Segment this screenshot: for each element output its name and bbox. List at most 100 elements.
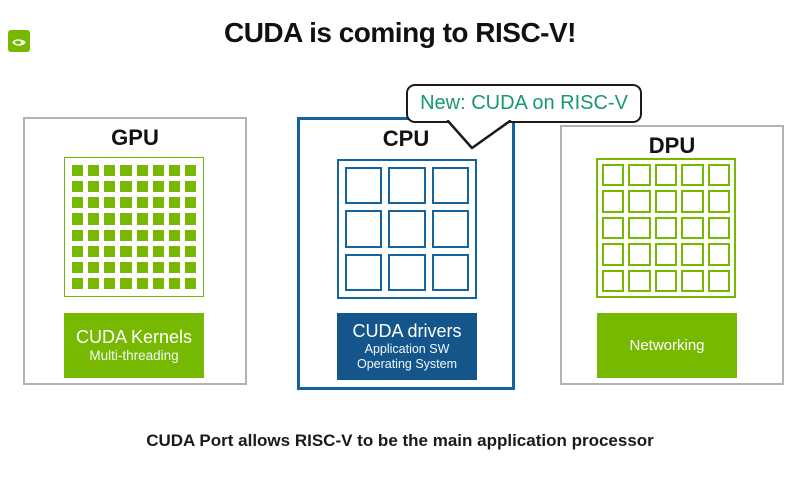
core-cell-outlined: [345, 253, 383, 291]
core-cell-filled: [152, 229, 164, 241]
core-cell-outlined: [345, 210, 383, 248]
core-cell-filled: [184, 181, 196, 193]
cpu-panel: CPU CUDA drivers Application SW Operatin…: [297, 117, 515, 390]
core-cell-outlined: [388, 167, 426, 205]
core-cell-outlined: [681, 190, 704, 213]
core-cell-outlined: [388, 210, 426, 248]
core-cell-outlined: [654, 243, 678, 266]
cpu-software-box: CUDA drivers Application SW Operating Sy…: [337, 313, 477, 380]
core-cell-outlined: [431, 167, 469, 205]
core-cell-filled: [120, 261, 132, 273]
core-cell-filled: [184, 277, 196, 289]
core-cell-filled: [88, 197, 100, 209]
core-cell-outlined: [681, 164, 704, 187]
core-cell-filled: [88, 245, 100, 257]
core-cell-filled: [72, 181, 84, 193]
dpu-software-box: Networking: [597, 313, 737, 378]
core-cell-filled: [184, 165, 196, 177]
cpu-box-line: Operating System: [356, 357, 458, 372]
core-cell-outlined: [707, 269, 730, 292]
core-cell-filled: [136, 245, 148, 257]
core-cell-outlined: [388, 253, 426, 291]
core-cell-outlined: [654, 164, 678, 187]
core-cell-filled: [152, 213, 164, 225]
core-cell-outlined: [628, 216, 651, 240]
core-cell-outlined: [628, 164, 651, 187]
core-cell-filled: [88, 229, 100, 241]
gpu-core-grid: [64, 157, 204, 297]
core-cell-outlined: [628, 243, 651, 266]
dpu-panel: DPU Networking: [560, 125, 784, 385]
core-cell-outlined: [345, 167, 383, 205]
core-cell-filled: [120, 229, 132, 241]
slide-title: CUDA is coming to RISC-V!: [223, 17, 577, 48]
core-cell-outlined: [602, 164, 625, 187]
core-cell-outlined: [707, 164, 730, 187]
gpu-panel: GPU CUDA Kernels Multi-threading: [23, 117, 247, 385]
core-cell-filled: [72, 245, 84, 257]
cpu-panel-label: CPU: [382, 126, 430, 151]
core-cell-filled: [168, 181, 180, 193]
core-cell-filled: [184, 261, 196, 273]
core-cell-filled: [152, 261, 164, 273]
core-cell-filled: [168, 277, 180, 289]
core-cell-filled: [72, 165, 84, 177]
core-cell-filled: [104, 165, 116, 177]
core-cell-filled: [72, 197, 84, 209]
core-cell-filled: [184, 213, 196, 225]
callout-bubble: New: CUDA on RISC-V: [406, 84, 642, 123]
core-cell-filled: [168, 261, 180, 273]
core-cell-filled: [168, 229, 180, 241]
core-cell-filled: [168, 197, 180, 209]
core-cell-outlined: [431, 253, 469, 291]
core-cell-filled: [136, 229, 148, 241]
gpu-box-line: Multi-threading: [89, 348, 179, 364]
core-cell-outlined: [602, 269, 625, 292]
core-cell-filled: [168, 165, 180, 177]
core-cell-outlined: [431, 210, 469, 248]
core-cell-outlined: [681, 269, 704, 292]
core-cell-filled: [168, 213, 180, 225]
core-cell-outlined: [628, 190, 651, 213]
core-cell-filled: [184, 197, 196, 209]
core-cell-outlined: [628, 269, 651, 292]
core-cell-outlined: [681, 243, 704, 266]
nvidia-logo-icon: [8, 30, 30, 52]
core-cell-filled: [120, 165, 132, 177]
core-cell-outlined: [707, 190, 730, 213]
core-cell-filled: [88, 181, 100, 193]
core-cell-outlined: [602, 243, 625, 266]
core-cell-filled: [136, 197, 148, 209]
core-cell-filled: [136, 165, 148, 177]
core-cell-filled: [136, 213, 148, 225]
core-cell-filled: [120, 181, 132, 193]
gpu-box-line: CUDA Kernels: [75, 326, 193, 347]
cpu-core-grid: [337, 159, 477, 299]
core-cell-filled: [104, 181, 116, 193]
core-cell-filled: [168, 245, 180, 257]
core-cell-filled: [152, 165, 164, 177]
core-cell-filled: [120, 213, 132, 225]
core-cell-outlined: [654, 269, 678, 292]
dpu-core-grid: [596, 158, 736, 298]
core-cell-filled: [152, 197, 164, 209]
core-cell-filled: [104, 277, 116, 289]
core-cell-filled: [88, 165, 100, 177]
nvidia-eye-icon: [12, 39, 26, 46]
core-cell-filled: [120, 245, 132, 257]
dpu-panel-label: DPU: [648, 133, 696, 158]
core-cell-filled: [104, 245, 116, 257]
core-cell-filled: [104, 229, 116, 241]
core-cell-filled: [120, 197, 132, 209]
core-cell-filled: [104, 213, 116, 225]
core-cell-filled: [184, 245, 196, 257]
slide-caption: CUDA Port allows RISC-V to be the main a…: [146, 431, 654, 450]
core-cell-filled: [72, 277, 84, 289]
core-cell-filled: [152, 245, 164, 257]
core-cell-outlined: [681, 216, 704, 240]
core-cell-outlined: [602, 216, 625, 240]
core-cell-filled: [88, 261, 100, 273]
dpu-box-line: Networking: [629, 336, 705, 354]
callout-tail: [446, 120, 512, 150]
core-cell-filled: [136, 277, 148, 289]
